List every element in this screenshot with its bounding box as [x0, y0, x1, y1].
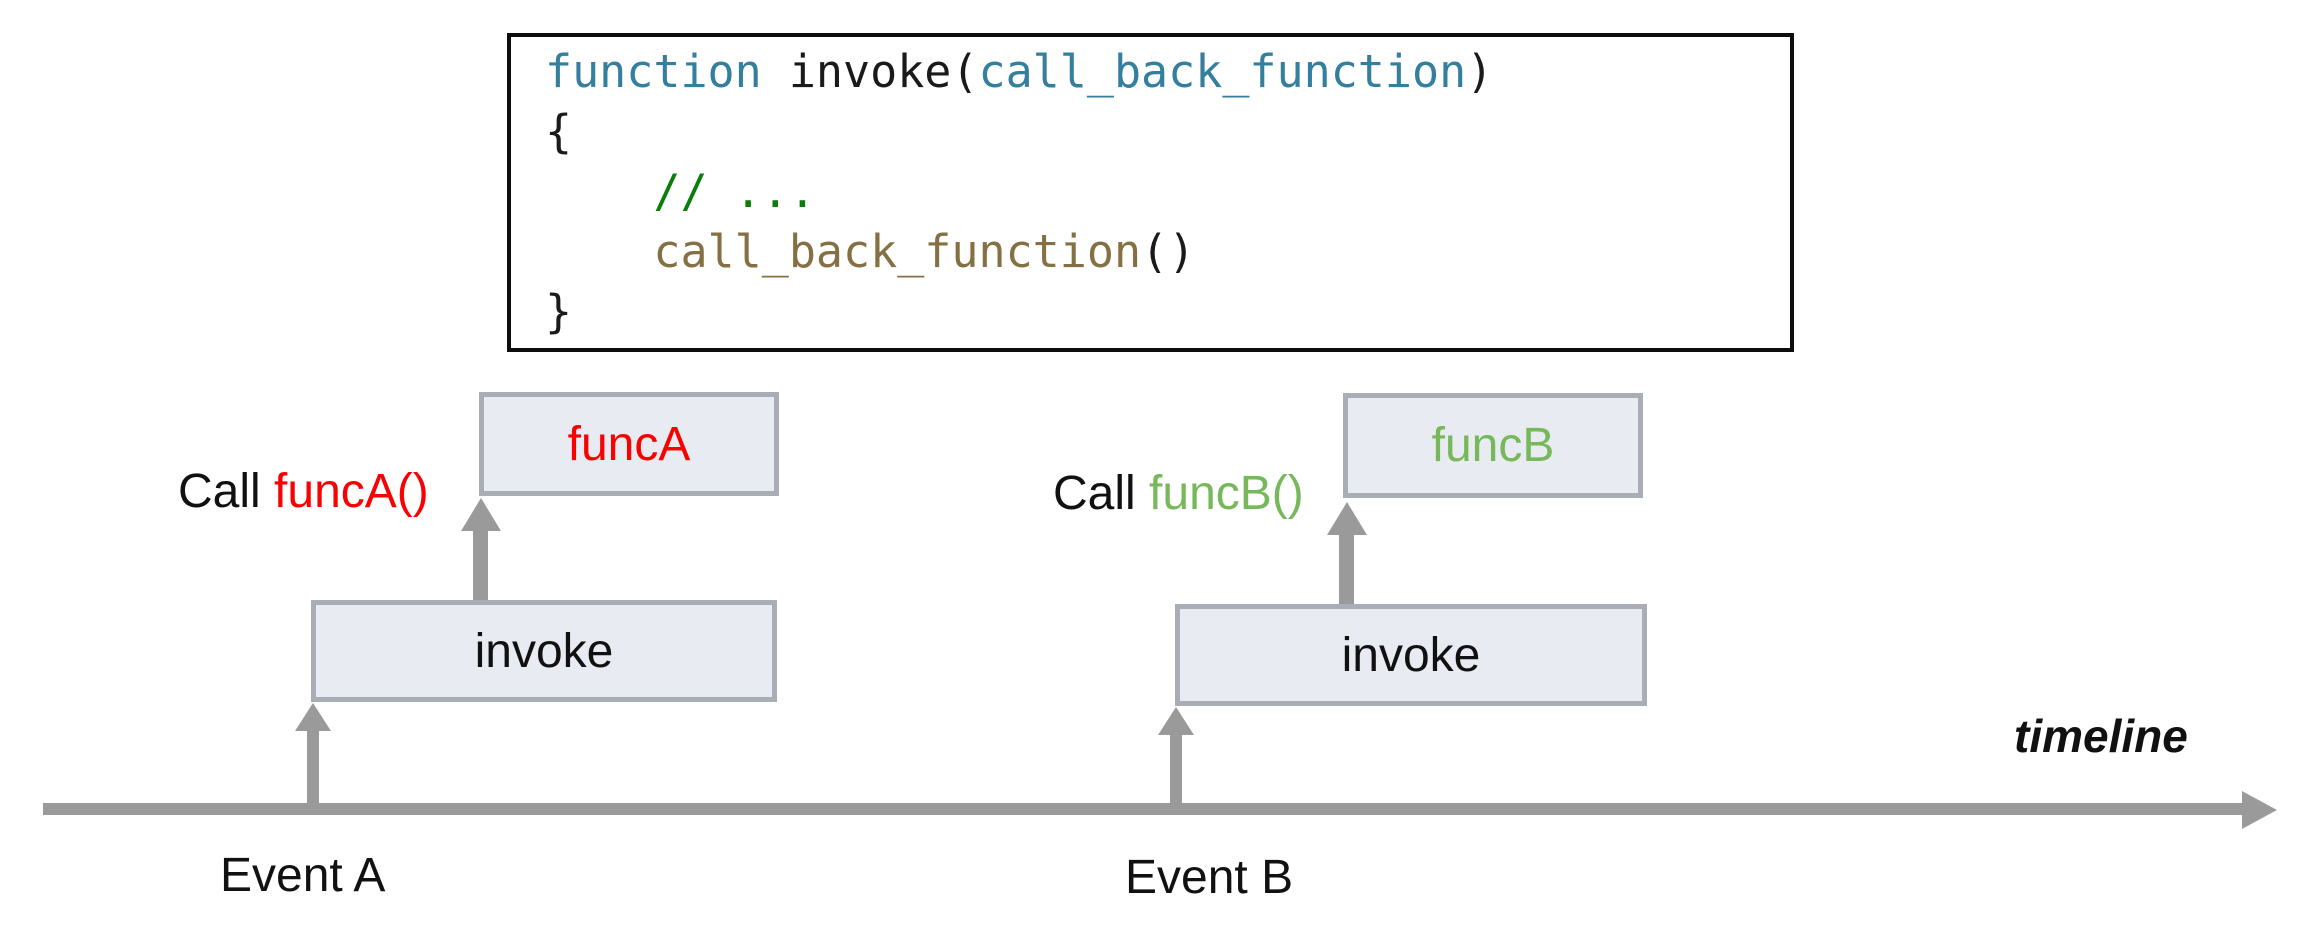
func-b-node: funcB — [1343, 393, 1643, 498]
event-a-label: Event A — [220, 849, 386, 902]
timeline-axis-arrow — [43, 791, 2277, 829]
invoke-a-node-label: invoke — [474, 624, 614, 678]
code-snippet-box: function invoke(call_back_function) { //… — [507, 33, 1794, 352]
code-line-function-signature: function invoke(call_back_function) — [545, 42, 1790, 102]
invoke-name-and-paren: invoke( — [761, 45, 979, 98]
invoke-b-node-label: invoke — [1341, 628, 1481, 682]
call-funca-ref: funcA() — [274, 465, 429, 518]
code-line-open-brace: { — [545, 105, 573, 158]
invoke-a-node: invoke — [311, 600, 777, 702]
code-line-close-brace: } — [545, 285, 573, 338]
event-b-to-invoke-arrow — [1158, 707, 1194, 803]
func-a-node-label: funcA — [567, 417, 691, 471]
close-paren: ) — [1466, 45, 1494, 98]
func-b-node-label: funcB — [1431, 419, 1555, 472]
call-funca-annotation: Call funcA() — [178, 467, 429, 517]
keyword-function: function — [545, 45, 762, 98]
callback-call-name: call_back_function — [545, 225, 1142, 278]
call-funca-prefix: Call — [178, 465, 275, 518]
invoke-to-funcb-arrow — [1327, 502, 1367, 604]
event-b-label: Event B — [1125, 851, 1294, 904]
call-funcb-prefix: Call — [1053, 467, 1150, 520]
invoke-to-funca-arrow — [461, 498, 501, 600]
invoke-b-node: invoke — [1175, 604, 1647, 706]
timeline-label: timeline — [2014, 710, 2188, 762]
callback-call-parens: () — [1141, 225, 1196, 278]
callback-param: call_back_function — [978, 45, 1467, 98]
code-line-comment: // ... — [545, 165, 816, 218]
func-a-node: funcA — [479, 392, 779, 496]
call-funcb-annotation: Call funcB() — [1053, 469, 1304, 519]
code-line-callback-call: call_back_function() — [545, 222, 1790, 282]
call-funcb-ref: funcB() — [1149, 467, 1304, 520]
event-a-to-invoke-arrow — [295, 703, 331, 803]
